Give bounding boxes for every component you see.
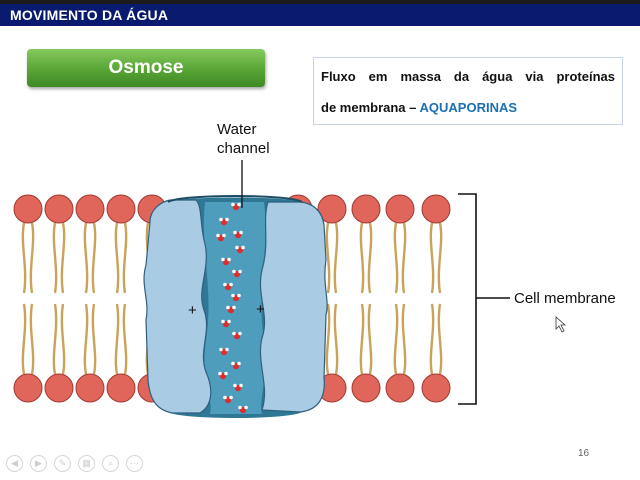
lipid-tail bbox=[122, 303, 128, 375]
lipid-tail bbox=[83, 222, 89, 294]
mouse-cursor-icon bbox=[555, 316, 567, 333]
lipid-tail bbox=[52, 303, 58, 375]
cell-membrane-label: Cell membrane bbox=[514, 290, 616, 307]
zoom-icon[interactable]: ⌕ bbox=[102, 455, 119, 472]
lipid-tail bbox=[359, 303, 365, 375]
lipid-tail bbox=[29, 303, 35, 375]
water-molecule bbox=[238, 405, 248, 414]
water-molecules bbox=[216, 202, 248, 414]
lipid-tail bbox=[114, 222, 120, 294]
water-molecule bbox=[235, 245, 245, 254]
lipid-tail bbox=[52, 222, 58, 294]
lipid-head bbox=[13, 194, 43, 224]
lipid-head bbox=[317, 194, 347, 224]
lipid-tail bbox=[29, 222, 35, 294]
lipid-tail bbox=[393, 303, 399, 375]
lipid-head bbox=[351, 373, 381, 403]
lipid-tail bbox=[333, 222, 339, 294]
lipid-head bbox=[13, 373, 43, 403]
lipid-head bbox=[351, 194, 381, 224]
water-molecule bbox=[219, 217, 229, 226]
info-line-2-prefix: de membrana – bbox=[321, 100, 417, 115]
slide-title: MOVIMENTO DA ÁGUA bbox=[10, 7, 169, 23]
info-line-2: de membrana – AQUAPORINAS bbox=[321, 100, 517, 115]
charge-left: + bbox=[188, 302, 197, 319]
lipid-tail bbox=[367, 222, 373, 294]
lipid-head bbox=[75, 194, 105, 224]
lipid-tail bbox=[122, 222, 128, 294]
lipid-tail bbox=[393, 222, 399, 294]
osmose-button[interactable]: Osmose bbox=[27, 49, 265, 87]
lipid-tail bbox=[60, 222, 66, 294]
lipid-tail bbox=[325, 303, 331, 375]
lipid-tail bbox=[60, 303, 66, 375]
charge-right: + bbox=[256, 301, 265, 318]
water-molecule bbox=[221, 257, 231, 266]
lipid-head bbox=[421, 194, 451, 224]
page-number: 16 bbox=[578, 448, 590, 459]
title-bar: MOVIMENTO DA ÁGUA bbox=[0, 4, 640, 26]
lipid-tail bbox=[437, 303, 443, 375]
water-molecule bbox=[223, 395, 233, 404]
water-molecule bbox=[219, 347, 229, 356]
lipid-tail bbox=[91, 222, 97, 294]
water-channel-label-1: Water bbox=[217, 121, 256, 138]
aquaporinas-label: AQUAPORINAS bbox=[419, 100, 518, 115]
lipid-head bbox=[75, 373, 105, 403]
prev-icon[interactable]: ◀ bbox=[6, 455, 23, 472]
water-molecule bbox=[232, 269, 242, 278]
lipid-tail bbox=[429, 303, 435, 375]
lipid-tails bbox=[21, 222, 443, 375]
water-channel bbox=[143, 195, 328, 418]
lipid-tail bbox=[429, 222, 435, 294]
window-top-edge bbox=[0, 0, 640, 4]
lipid-tail bbox=[83, 303, 89, 375]
water-molecule bbox=[218, 371, 228, 380]
lipid-tail bbox=[359, 222, 365, 294]
water-molecule bbox=[232, 331, 242, 340]
water-molecule bbox=[233, 230, 243, 239]
lipid-head bbox=[385, 194, 415, 224]
aquaporin-diagram: + + Water channel Cell membrane bbox=[13, 121, 616, 418]
lipid-head bbox=[106, 194, 136, 224]
lipid-tail bbox=[91, 303, 97, 375]
info-line-1: Fluxo em massa da água via proteínas bbox=[321, 69, 615, 84]
lipid-tail bbox=[401, 222, 407, 294]
lipid-tail bbox=[325, 222, 331, 294]
lipid-head bbox=[385, 373, 415, 403]
lipid-tail bbox=[401, 303, 407, 375]
water-molecule bbox=[223, 282, 233, 291]
lipid-tail bbox=[114, 303, 120, 375]
membrane-bracket bbox=[458, 193, 510, 405]
water-molecule bbox=[231, 202, 241, 211]
water-molecule bbox=[231, 361, 241, 370]
water-molecule bbox=[216, 233, 226, 242]
water-channel-label-2: channel bbox=[217, 140, 270, 157]
lipid-tail bbox=[21, 303, 27, 375]
pen-icon[interactable]: ✎ bbox=[54, 455, 71, 472]
slides-icon[interactable]: ▦ bbox=[78, 455, 95, 472]
next-icon[interactable]: ▶ bbox=[30, 455, 47, 472]
lipid-tail bbox=[437, 222, 443, 294]
lipid-tail bbox=[21, 222, 27, 294]
lipid-head bbox=[106, 373, 136, 403]
lipid-head bbox=[44, 373, 74, 403]
water-molecule bbox=[226, 305, 236, 314]
lipid-head bbox=[44, 194, 74, 224]
water-molecule bbox=[221, 319, 231, 328]
water-molecule bbox=[233, 383, 243, 392]
water-molecule bbox=[231, 293, 241, 302]
more-icon[interactable]: ⋯ bbox=[126, 455, 143, 472]
lipid-tail bbox=[333, 303, 339, 375]
lipid-head bbox=[421, 373, 451, 403]
lipid-tail bbox=[367, 303, 373, 375]
info-box: Fluxo em massa da água via proteínas de … bbox=[313, 57, 623, 125]
